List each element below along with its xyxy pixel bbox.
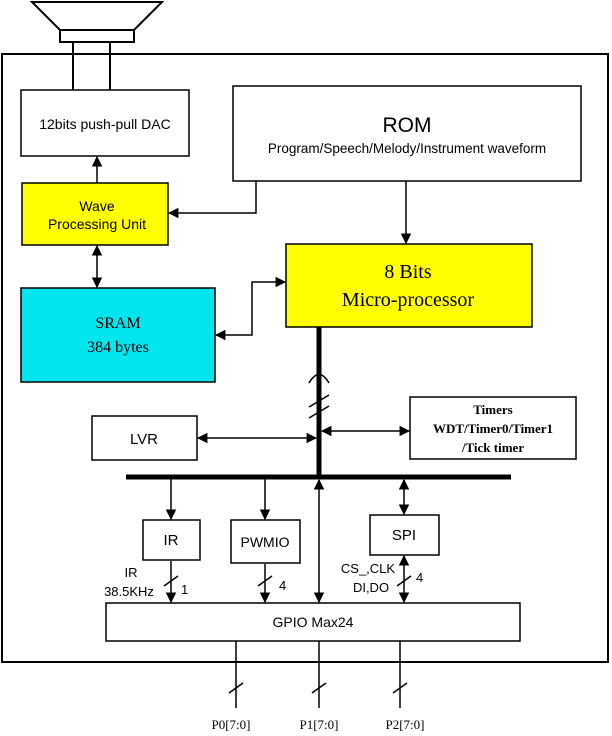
ir-signal-name: IR <box>125 565 138 580</box>
bus-slash <box>308 405 330 419</box>
timers-block: Timers WDT/Timer0/Timer1 /Tick timer <box>409 396 577 460</box>
rom-to-wpu-arrow <box>167 181 257 219</box>
lvr-block: LVR <box>91 415 198 461</box>
bus-hump <box>308 373 330 384</box>
port-p2-slash <box>392 682 408 694</box>
spi-signals-line2: DI,DO <box>353 580 389 595</box>
pwmio-width-slash <box>257 575 273 587</box>
timers-label-line1: Timers <box>473 402 512 417</box>
mcu-label-line2: Micro-processor <box>342 289 475 311</box>
port-p2-label: P2[7:0] <box>386 717 425 732</box>
sram-mcu-arrow <box>214 276 287 341</box>
ir-signal-frequency: 38.5KHz <box>104 584 154 599</box>
lvr-label: LVR <box>130 431 158 448</box>
spi-bus-width: 4 <box>416 570 423 585</box>
wpu-label-line2: Processing Unit <box>48 216 146 232</box>
pwmio-bus-width: 4 <box>279 578 286 593</box>
spi-label: SPI <box>392 527 416 544</box>
port-p1-label: P1[7:0] <box>300 717 339 732</box>
gpio-label: GPIO Max24 <box>273 614 354 630</box>
sram-label-line1: SRAM <box>95 315 140 332</box>
port-p0-slash <box>228 682 244 694</box>
dac-label: 12bits push-pull DAC <box>39 116 171 132</box>
pwmio-label: PWMIO <box>241 534 290 550</box>
dac-block: 12bits push-pull DAC <box>20 89 190 157</box>
wpu-label-line1: Wave <box>79 198 114 214</box>
speaker-icon <box>29 0 165 90</box>
ir-bus-width: 1 <box>181 582 188 597</box>
spi-width-slash <box>396 575 412 587</box>
connections <box>91 155 412 708</box>
sram-block: SRAM 384 bytes <box>20 287 216 383</box>
port-p0-label: P0[7:0] <box>212 717 251 732</box>
timers-label-line2: WDT/Timer0/Timer1 <box>433 421 553 436</box>
bus-slash <box>308 394 330 408</box>
ir-label: IR <box>164 532 179 549</box>
microprocessor-block: 8 Bits Micro-processor <box>285 243 533 328</box>
wave-processing-unit-block: Wave Processing Unit <box>21 182 169 246</box>
pwmio-block: PWMIO <box>230 519 301 564</box>
port-p1-slash <box>311 682 327 694</box>
spi-block: SPI <box>369 514 440 556</box>
gpio-block: GPIO Max24 <box>105 602 521 642</box>
ir-width-slash <box>163 575 179 587</box>
chip-boundary <box>1 53 609 663</box>
sram-label-line2: 384 bytes <box>87 339 149 356</box>
ir-block: IR <box>142 519 201 561</box>
rom-subtitle: Program/Speech/Melody/Instrument wavefor… <box>268 141 546 156</box>
spi-signals-line1: CS_,CLK <box>341 561 396 576</box>
mcu-label-line1: 8 Bits <box>384 261 431 283</box>
timers-label-line3: /Tick timer <box>461 440 524 455</box>
rom-block: ROM Program/Speech/Melody/Instrument wav… <box>232 85 582 182</box>
rom-title: ROM <box>383 114 432 137</box>
